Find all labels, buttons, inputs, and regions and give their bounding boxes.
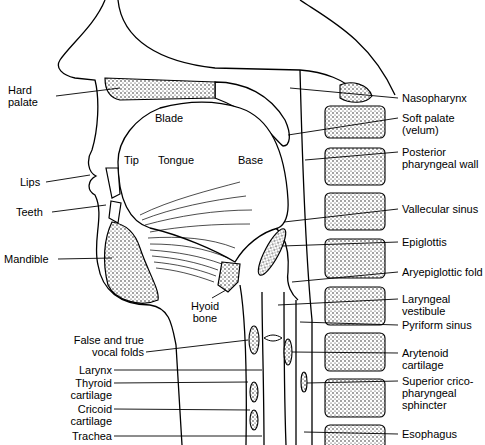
part-label: Lips <box>20 176 50 188</box>
mandible-bone <box>105 222 159 303</box>
part-label: Teeth <box>16 206 52 218</box>
part-label: Base <box>238 154 272 166</box>
part-label: Tip <box>124 154 148 166</box>
vocal-fold <box>264 335 282 341</box>
part-label: Mandible <box>4 253 58 265</box>
part-label: Soft palate (velum) <box>402 112 483 136</box>
tongue-outline <box>118 102 288 262</box>
part-label: Aryepiglottic fold <box>402 266 483 278</box>
part-label: Laryngeal vestibule <box>402 293 483 317</box>
head-outline <box>58 0 395 445</box>
part-label: Tongue <box>158 154 208 166</box>
hyoid-bone <box>218 262 240 292</box>
part-label: Epiglottis <box>402 236 483 248</box>
upper-tooth <box>106 168 120 198</box>
part-label: Arytenoid cartilage <box>402 347 483 371</box>
laryngeal-cartilages <box>249 326 307 430</box>
part-label: Superior crico-pharyngeal sphincter <box>402 375 483 411</box>
part-label: Blade <box>155 112 195 124</box>
part-label: Pyriform sinus <box>402 319 483 331</box>
part-label: False and true vocal folds <box>64 334 144 358</box>
leader-lines <box>46 88 398 436</box>
hard-palate-bone <box>105 78 215 100</box>
part-label: Thyroid cartilage <box>58 377 112 401</box>
part-label: Nasopharynx <box>402 92 483 104</box>
part-label: Trachea <box>40 430 112 442</box>
lower-tooth <box>109 201 121 223</box>
part-label: Posterior pharyngeal wall <box>402 146 483 170</box>
part-label: Esophagus <box>402 428 483 440</box>
epiglottis-cartilage <box>254 226 291 278</box>
part-label: Vallecular sinus <box>402 203 483 215</box>
part-label: Hard palate <box>8 84 54 108</box>
part-label: Hyoid bone <box>184 300 226 324</box>
part-label: Larynx <box>30 364 112 376</box>
part-label: Cricoid cartilage <box>58 403 112 427</box>
cervical-vertebrae <box>325 83 385 445</box>
